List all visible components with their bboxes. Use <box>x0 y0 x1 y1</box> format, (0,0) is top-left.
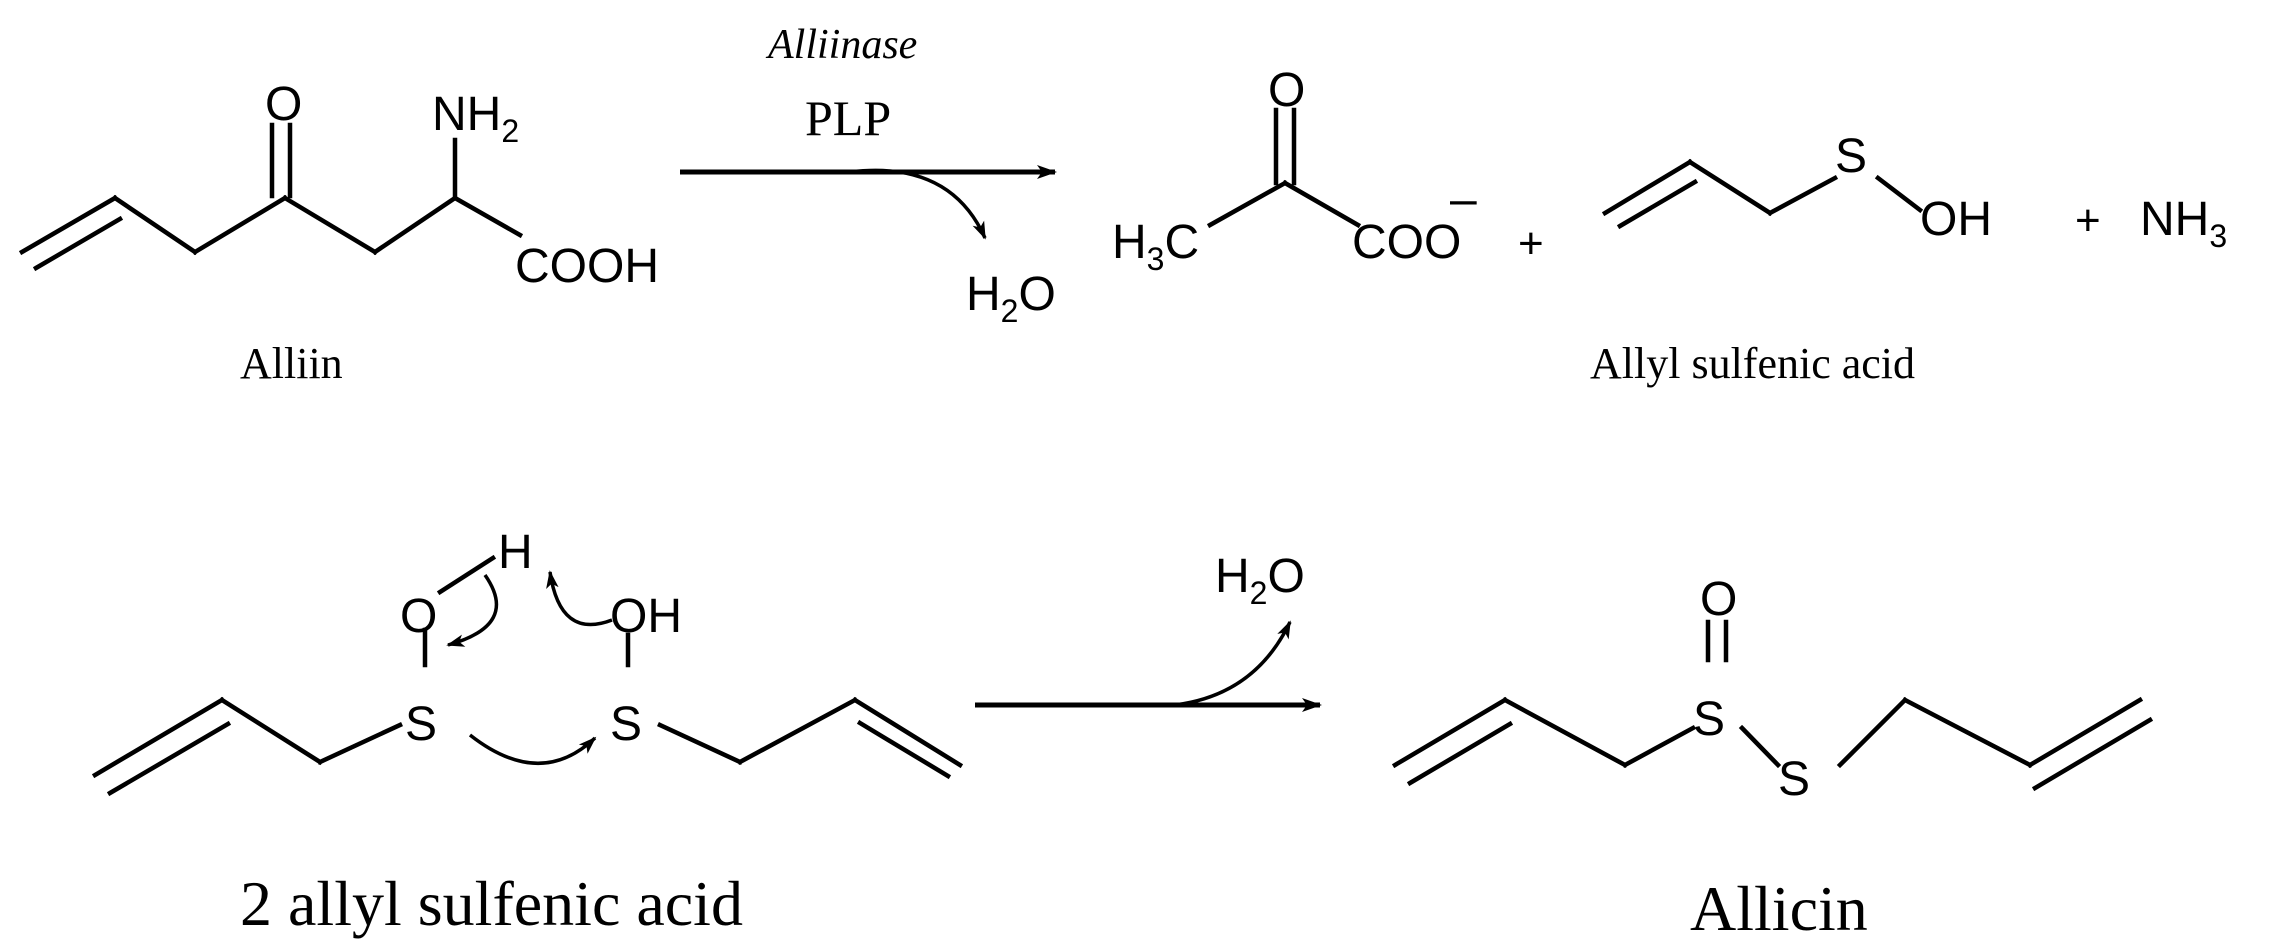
left-oxygen-label: O <box>400 590 437 643</box>
step2-reaction-arrow: H2O <box>975 550 1322 712</box>
allicin-oxygen-label: O <box>1700 573 1737 626</box>
left-sulfenic-bonds <box>91 554 497 797</box>
allicin-name: Allicin <box>1690 873 1868 944</box>
two-sulfenic-acids-structure: O H S OH S 2 allyl sulfenic acid <box>91 526 964 939</box>
alliin-bonds <box>18 122 524 272</box>
right-hydroxyl-label: OH <box>610 590 682 643</box>
alliin-oxygen-label: O <box>265 78 302 131</box>
allicin-bonds <box>1391 619 2154 792</box>
enzyme-label: Alliinase <box>765 22 917 68</box>
alliin-amine-label: NH2 <box>432 88 519 149</box>
pyruvate-structure: H3C O COO – <box>1112 64 1477 277</box>
alliin-structure: O NH2 COOH Alliin <box>18 78 659 388</box>
right-sulfur-label: S <box>610 698 642 751</box>
step1-reaction-arrow: Alliinase PLP H2O <box>680 22 1057 329</box>
left-hydrogen-label: H <box>498 526 533 579</box>
pyruvate-oxygen-label: O <box>1268 64 1305 117</box>
plus-sign-1: + <box>1518 219 1544 268</box>
electron-push-arrow-2 <box>546 570 613 627</box>
ammonia-label: NH3 <box>2140 193 2227 254</box>
allyl-sulfenic-acid-name: Allyl sulfenic acid <box>1590 339 1915 388</box>
step1-water-label: H2O <box>966 268 1056 329</box>
right-sulfenic-bonds <box>625 632 964 780</box>
allyl-sulfenic-acid-structure: S OH Allyl sulfenic acid <box>1590 130 1992 388</box>
alliin-acid-label: COOH <box>515 240 659 293</box>
allicin-sulfur-2-label: S <box>1778 753 1810 806</box>
two-allyl-sulfenic-acid-name: 2 allyl sulfenic acid <box>240 868 743 939</box>
step2-water-label: H2O <box>1215 550 1305 611</box>
negative-charge: – <box>1450 173 1477 226</box>
step1-water-loss-arrow <box>849 168 987 240</box>
electron-push-arrow-1 <box>446 573 499 647</box>
electron-push-arrow-3 <box>468 733 597 765</box>
allicin-sulfur-1-label: S <box>1693 693 1725 746</box>
left-sulfur-label: S <box>405 698 437 751</box>
plus-sign-2: + <box>2075 196 2101 245</box>
alliin-name: Alliin <box>240 339 343 388</box>
sulfenic-hydroxyl-label: OH <box>1920 193 1992 246</box>
cofactor-label: PLP <box>805 90 891 146</box>
pyruvate-carboxylate-label: COO <box>1352 216 1461 269</box>
sulfenic-sulfur-label: S <box>1835 130 1867 183</box>
step2-water-loss-arrow <box>1174 620 1292 707</box>
pyruvate-methyl-label: H3C <box>1112 216 1199 277</box>
allicin-structure: O S S Allicin <box>1391 573 2154 944</box>
